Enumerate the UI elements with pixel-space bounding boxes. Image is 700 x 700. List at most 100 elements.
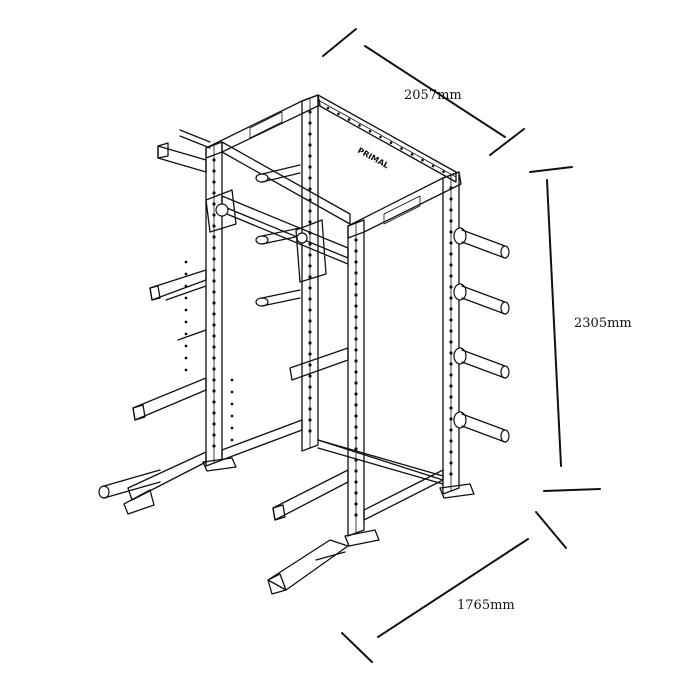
upright-hole <box>308 110 312 114</box>
upright-hole <box>449 219 453 223</box>
upright-hole <box>212 279 216 283</box>
upright-hole <box>449 230 453 234</box>
left-extension <box>98 129 349 595</box>
upright-hole <box>354 359 358 363</box>
upright-hole <box>212 169 216 173</box>
upright-hole <box>449 208 453 212</box>
extension-hole <box>184 296 188 300</box>
upright-hole <box>354 414 358 418</box>
upright-hole <box>308 330 312 334</box>
upright-hole <box>354 370 358 374</box>
upright-hole <box>354 337 358 341</box>
upright-hole <box>212 334 216 338</box>
upright-hole <box>354 491 358 495</box>
extension-hole <box>184 308 188 312</box>
upright-hole <box>449 362 453 366</box>
upright-hole <box>212 246 216 250</box>
rail-hole <box>368 129 372 133</box>
upright-hole <box>354 425 358 429</box>
upright-hole <box>449 373 453 377</box>
upright-hole <box>308 407 312 411</box>
upright-hole <box>212 235 216 239</box>
upright-hole <box>308 286 312 290</box>
upright-hole <box>212 224 216 228</box>
upright-hole <box>449 351 453 355</box>
front-left-upright <box>347 219 365 537</box>
weight-peg <box>453 227 510 259</box>
upright-hole <box>449 252 453 256</box>
upright-hole <box>354 282 358 286</box>
upright-hole <box>308 363 312 367</box>
upright-hole <box>308 319 312 323</box>
top-back-crossmember <box>205 94 321 159</box>
upright-hole <box>308 154 312 158</box>
extension-hole <box>230 438 234 442</box>
weight-pegs <box>453 227 510 443</box>
upright-hole <box>308 187 312 191</box>
dimension-depth: 2057mm <box>322 28 525 156</box>
extension-holes <box>184 260 234 442</box>
upright-hole <box>308 198 312 202</box>
upright-hole <box>354 469 358 473</box>
back-pegs <box>255 164 301 307</box>
upright-hole <box>308 374 312 378</box>
upright-hole <box>308 209 312 213</box>
j-hook-left <box>205 189 237 233</box>
upright-hole <box>308 341 312 345</box>
upright-hole <box>449 296 453 300</box>
upright-hole <box>212 389 216 393</box>
upright-hole <box>354 315 358 319</box>
upright-hole <box>212 378 216 382</box>
extension-hole <box>230 378 234 382</box>
weight-peg <box>453 411 510 443</box>
rail-hole <box>421 158 424 162</box>
j-hook-right <box>295 219 327 283</box>
upright-hole <box>212 312 216 316</box>
upright-hole <box>308 264 312 268</box>
upright-hole <box>212 323 216 327</box>
upright-hole <box>308 385 312 389</box>
rail-hole <box>358 124 361 127</box>
upright-hole <box>354 271 358 275</box>
upright-hole <box>308 275 312 279</box>
base-feet <box>202 457 475 547</box>
upright-hole <box>212 422 216 426</box>
upright-hole <box>354 403 358 407</box>
upright-hole <box>354 260 358 264</box>
extension-hole <box>184 272 188 276</box>
upright-hole <box>212 268 216 272</box>
upright-hole <box>354 348 358 352</box>
upright-hole <box>308 253 312 257</box>
upright-hole <box>449 197 453 201</box>
upright-hole <box>354 447 358 451</box>
rail-hole <box>326 106 330 110</box>
upright-hole <box>354 238 358 242</box>
upright-hole <box>212 400 216 404</box>
upright-hole <box>212 356 216 360</box>
extension-hole <box>230 402 234 406</box>
upright-hole <box>354 436 358 440</box>
upright-hole <box>449 461 453 465</box>
upright-hole <box>308 121 312 125</box>
upright-hole <box>449 417 453 421</box>
upright-hole <box>449 307 453 311</box>
extension-hole <box>184 368 188 372</box>
upright-hole <box>449 472 453 476</box>
rail-hole <box>431 164 435 168</box>
rail-hole <box>347 118 351 121</box>
upright-hole <box>212 213 216 217</box>
upright-hole <box>354 381 358 385</box>
upright-hole <box>449 318 453 322</box>
extension-hole <box>230 414 234 418</box>
upright-hole <box>449 241 453 245</box>
upright-hole <box>449 329 453 333</box>
upright-hole <box>449 274 453 278</box>
upright-hole <box>308 165 312 169</box>
upright-hole <box>354 304 358 308</box>
upright-hole <box>354 392 358 396</box>
upright-hole <box>449 186 453 190</box>
upright-hole <box>212 433 216 437</box>
upright-hole <box>308 396 312 400</box>
upright-hole <box>212 444 216 448</box>
upright-hole <box>449 450 453 454</box>
